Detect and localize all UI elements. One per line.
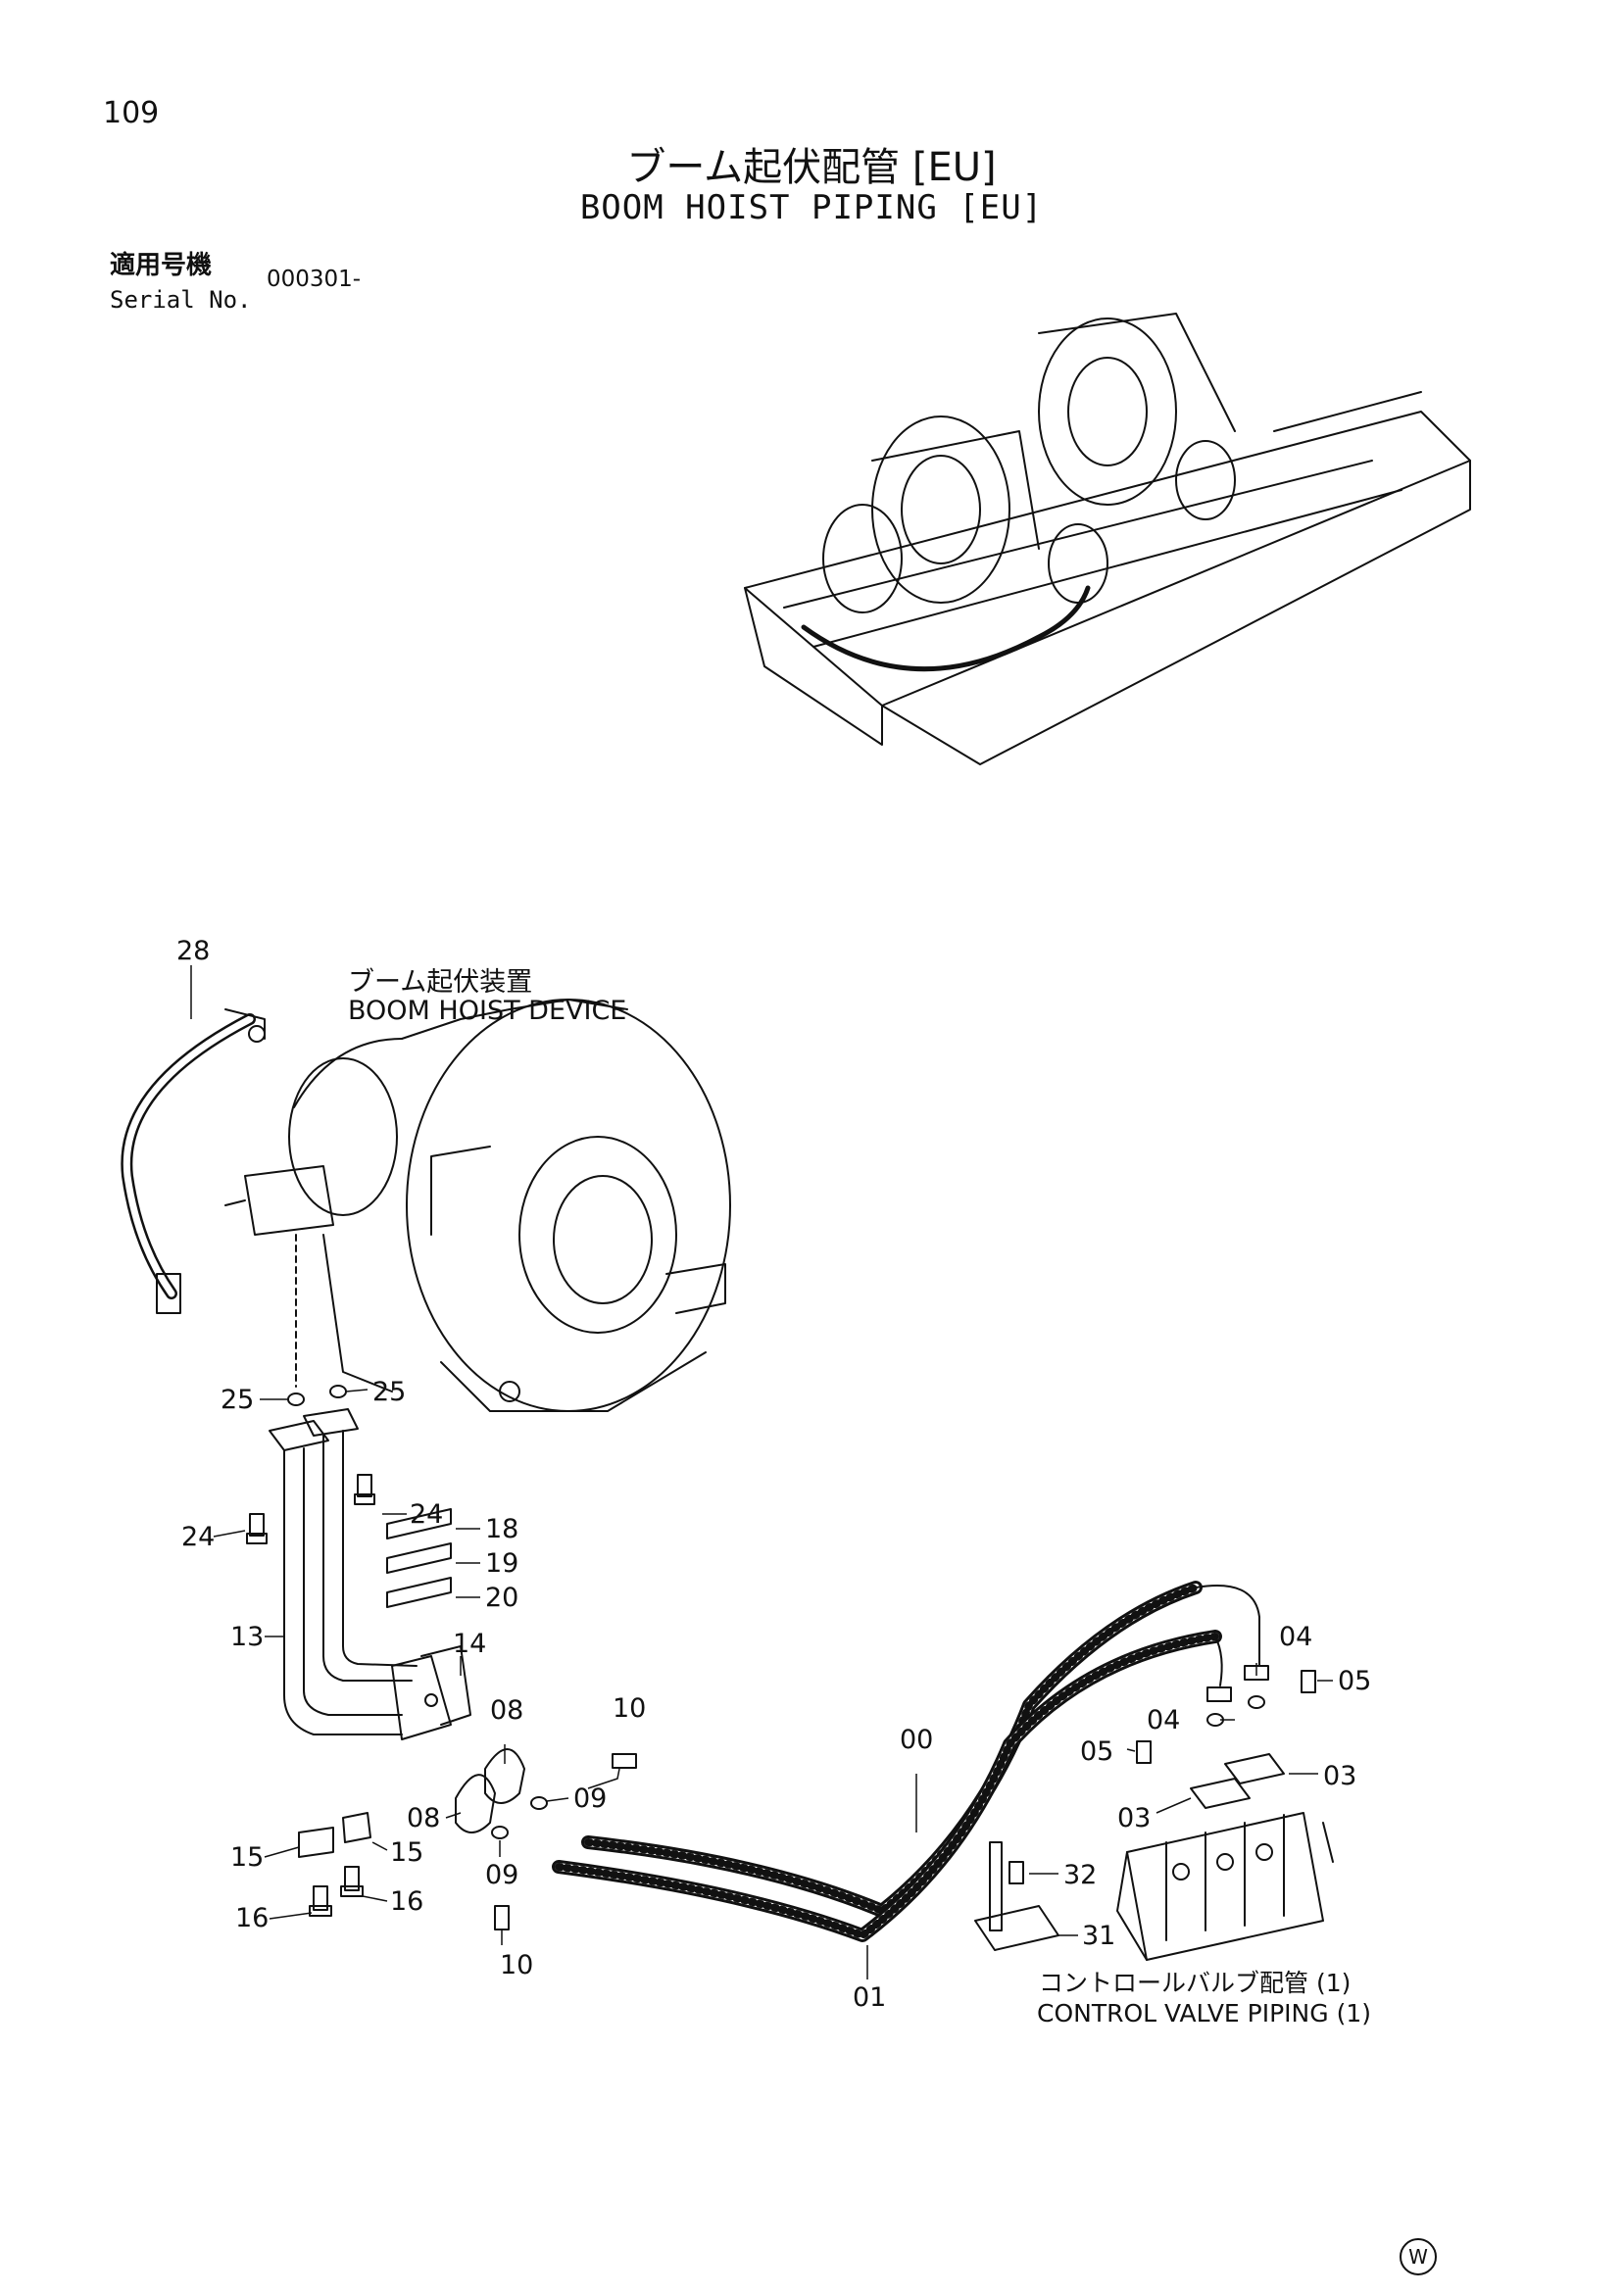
hose-28 — [126, 1009, 265, 1313]
boom-hoist-device-illustration — [225, 1000, 730, 1411]
machine-overview-illustration — [745, 314, 1470, 764]
serial-label-en: Serial No. — [110, 286, 252, 314]
part-number-18: 18 — [485, 1514, 519, 1544]
part-number-24: 24 — [181, 1522, 216, 1552]
part-number-00: 00 — [900, 1725, 934, 1755]
part-number-09: 09 — [485, 1860, 519, 1890]
part-number-10: 10 — [500, 1950, 534, 1980]
boom-hoist-device-label-jp: ブーム起伏装置 — [348, 967, 533, 998]
part-number-10: 10 — [613, 1693, 647, 1724]
part-number-03: 03 — [1323, 1761, 1357, 1791]
part-number-20: 20 — [485, 1583, 519, 1613]
page-title-jp: ブーム起伏配管 [EU] — [626, 145, 997, 190]
boom-hoist-device-label-en: BOOM HOIST DEVICE — [348, 996, 627, 1026]
control-valve-illustration — [1117, 1813, 1333, 1960]
part-number-28: 28 — [176, 936, 211, 966]
part-number-15: 15 — [390, 1837, 424, 1868]
part-number-08: 08 — [490, 1695, 524, 1726]
part-number-08: 08 — [407, 1803, 441, 1833]
part-number-14: 14 — [453, 1629, 487, 1659]
part-number-03: 03 — [1117, 1803, 1152, 1833]
part-number-09: 09 — [573, 1783, 608, 1814]
part-number-16: 16 — [235, 1903, 270, 1933]
hose-01 — [559, 1637, 1215, 1935]
part-number-25: 25 — [372, 1377, 407, 1407]
part-number-04: 04 — [1279, 1622, 1313, 1652]
manufacturer-mark: W — [1400, 2238, 1437, 2275]
part-number-13: 13 — [230, 1622, 265, 1652]
part-number-04: 04 — [1147, 1705, 1181, 1735]
part-number-16: 16 — [390, 1886, 424, 1917]
part-number-25: 25 — [221, 1385, 255, 1415]
part-number-24: 24 — [410, 1499, 444, 1530]
control-valve-piping-label-jp: コントロールバルブ配管 (1) — [1039, 1969, 1352, 1997]
part-number-31: 31 — [1082, 1921, 1116, 1951]
part-number-15: 15 — [230, 1842, 265, 1873]
serial-label-jp: 適用号機 — [110, 251, 213, 280]
part-number-01: 01 — [853, 1982, 887, 2013]
serial-value: 000301- — [267, 267, 362, 292]
part-number-05: 05 — [1338, 1666, 1372, 1696]
page-number: 109 — [103, 96, 160, 130]
page-title-en: BOOM HOIST PIPING [EU] — [579, 188, 1044, 227]
control-valve-piping-label-en: CONTROL VALVE PIPING (1) — [1037, 1999, 1371, 2027]
part-number-32: 32 — [1063, 1860, 1098, 1890]
part-number-19: 19 — [485, 1548, 519, 1579]
part-number-05: 05 — [1080, 1736, 1114, 1767]
